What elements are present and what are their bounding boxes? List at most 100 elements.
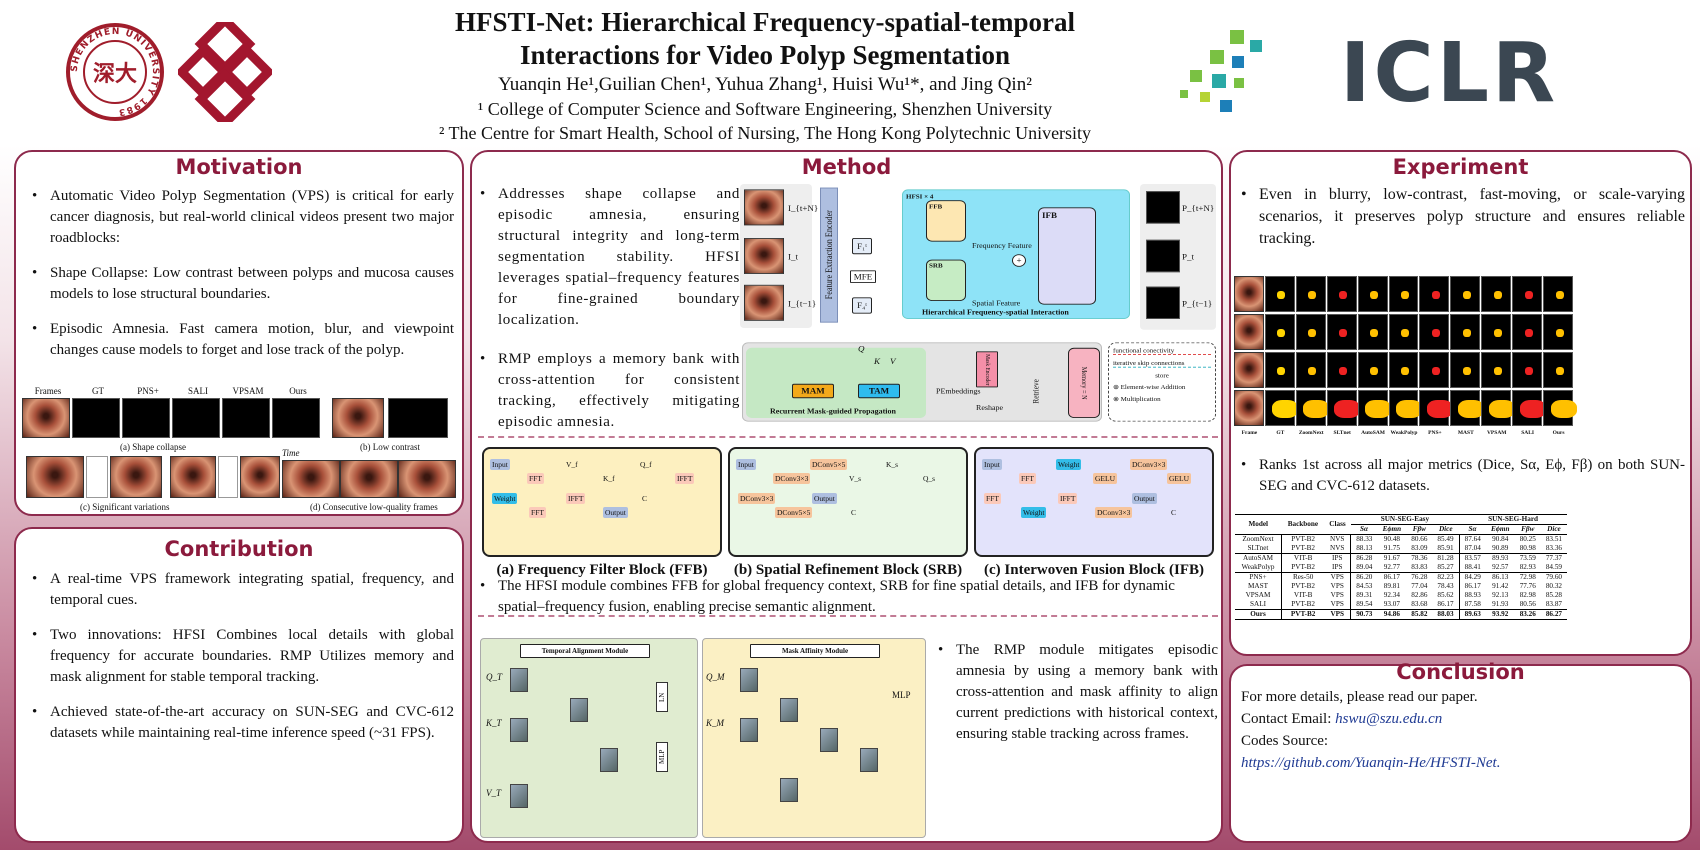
table-cell: 93.92 — [1485, 609, 1515, 620]
polyp-region — [1400, 329, 1409, 337]
conclusion-panel: Conclusion For more details, please read… — [1229, 660, 1692, 843]
polyp-region — [1488, 400, 1515, 418]
caption-a: (a) Shape collapse — [120, 442, 186, 452]
polyp-region — [1308, 329, 1317, 337]
prediction-mask — [1264, 276, 1295, 312]
table-cell: 78.43 — [1432, 582, 1460, 591]
table-cell: AutoSAM — [1235, 553, 1282, 563]
table-cell: VPSAM — [1235, 591, 1282, 600]
experiment-panel: Experiment Even in blurry, low-contrast,… — [1229, 150, 1692, 656]
table-cell: 73.59 — [1514, 553, 1541, 563]
prediction-mask — [1326, 276, 1357, 312]
table-cell: 86.17 — [1377, 572, 1407, 582]
table-cell: PVT-B2 — [1281, 534, 1325, 544]
table-cell: 83.87 — [1545, 600, 1562, 608]
polyp-region — [1370, 367, 1379, 375]
method-bullet: The HFSI module combines FFB for global … — [472, 576, 1217, 618]
feature-cube — [740, 718, 758, 742]
metric-header: Sα — [1360, 525, 1369, 533]
metric-header: Sα — [1468, 525, 1477, 533]
table-cell: 88.33 — [1350, 534, 1378, 544]
block-label: FFT — [984, 493, 1001, 504]
motivation-title: Motivation — [175, 155, 303, 179]
table-cell: 81.28 — [1432, 553, 1460, 563]
polyp-region — [1524, 367, 1533, 375]
rmp-detail-figure: Temporal Alignment Module Mask Affinity … — [480, 638, 930, 840]
polyp-region — [1555, 329, 1564, 337]
contact-email-link[interactable]: hswu@szu.edu.cn — [1335, 711, 1443, 727]
block-label: V_f — [566, 460, 578, 469]
motivation-bullet: Episodic Amnesia. Fast camera motion, bl… — [24, 319, 454, 361]
prediction-mask — [1388, 390, 1422, 426]
table-cell: MAST — [1235, 582, 1282, 591]
table-cell: 89.04 — [1356, 563, 1373, 571]
prediction-mask — [1264, 314, 1295, 350]
prediction-mask — [1419, 390, 1453, 426]
method-title: Method — [801, 155, 892, 179]
motivation-bullet: Shape Collapse: Low contrast between pol… — [24, 263, 454, 305]
block-label: V_s — [849, 474, 862, 483]
polyp-region — [1431, 329, 1440, 337]
table-cell: WeakPolyp — [1235, 563, 1282, 573]
table-cell: 80.66 — [1406, 534, 1433, 544]
experiment-bullet: Even in blurry, low-contrast, fast-movin… — [1233, 184, 1685, 250]
affiliation-1: ¹ College of Computer Science and Softwa… — [477, 99, 1053, 119]
table-cell: 83.09 — [1411, 544, 1428, 552]
table-cell: 86.27 — [1540, 609, 1567, 620]
polyp-region — [1462, 291, 1471, 299]
table-cell: 83.57 — [1459, 553, 1486, 563]
prediction-mask — [1419, 276, 1450, 312]
grid-label: MAST — [1457, 430, 1474, 436]
table-cell: 80.32 — [1545, 582, 1562, 590]
table-cell: 88.93 — [1464, 591, 1481, 599]
table-cell: 93.07 — [1383, 600, 1400, 608]
block-label: FFT — [1019, 473, 1036, 484]
contribution-bullet: Two innovations: HFSI Combines local det… — [24, 625, 454, 688]
polyp-region — [1277, 291, 1286, 299]
polyp-region — [1277, 329, 1286, 337]
table-cell: VIT-B — [1293, 591, 1313, 599]
conclusion-text: For more details, please read our paper. — [1241, 689, 1478, 705]
prediction-mask — [1543, 352, 1573, 388]
code-label: Codes Source: — [1241, 733, 1329, 749]
caption-d: (d) Consecutive low-quality frames — [310, 502, 438, 512]
polyp-region — [1493, 329, 1502, 337]
column-label: Ours — [289, 386, 307, 396]
polyp-region — [1550, 400, 1577, 418]
prediction-mask — [1419, 314, 1450, 350]
table-cell: 89.31 — [1356, 591, 1373, 599]
block-label: GELU — [1093, 473, 1117, 484]
column-label: VPSAM — [232, 386, 264, 396]
block-label: Output — [1132, 493, 1157, 504]
block-label: Q_f — [640, 460, 652, 469]
poster-title: HFSTI-Net: Hierarchical Frequency-spatia… — [455, 7, 1075, 70]
polyp-region — [1493, 367, 1502, 375]
table-cell: 94.86 — [1377, 609, 1407, 620]
table-cell: VPS — [1324, 572, 1352, 582]
table-cell: 83.36 — [1545, 544, 1562, 552]
table-cell: PVT-B2 — [1291, 563, 1315, 571]
table-cell: 87.64 — [1459, 534, 1486, 544]
block-label: Input — [982, 459, 1002, 470]
metric-header: Fβw — [1412, 525, 1426, 533]
table-cell: 83.26 — [1514, 609, 1541, 620]
table-cell: 80.56 — [1519, 600, 1536, 608]
block-label: IFFT — [675, 473, 695, 484]
prediction-mask — [1264, 352, 1295, 388]
code-url-link[interactable]: https://github.com/Yuanqin-He/HFSTI-Net. — [1241, 755, 1501, 771]
motivation-bullet: Automatic Video Polyp Segmentation (VPS)… — [24, 186, 454, 249]
prediction-mask — [1357, 276, 1388, 312]
polyp-region — [1462, 329, 1471, 337]
table-cell: 90.84 — [1485, 534, 1515, 544]
block-label: IFFT — [566, 493, 586, 504]
grid-label: Ours — [1552, 430, 1565, 436]
metric-header: Dice — [1547, 525, 1561, 533]
method-bullet: RMP employs a memory bank with cross-att… — [472, 349, 740, 433]
prediction-mask — [1388, 276, 1419, 312]
column-label: Frames — [34, 386, 62, 396]
table-cell: NVS — [1324, 534, 1352, 544]
